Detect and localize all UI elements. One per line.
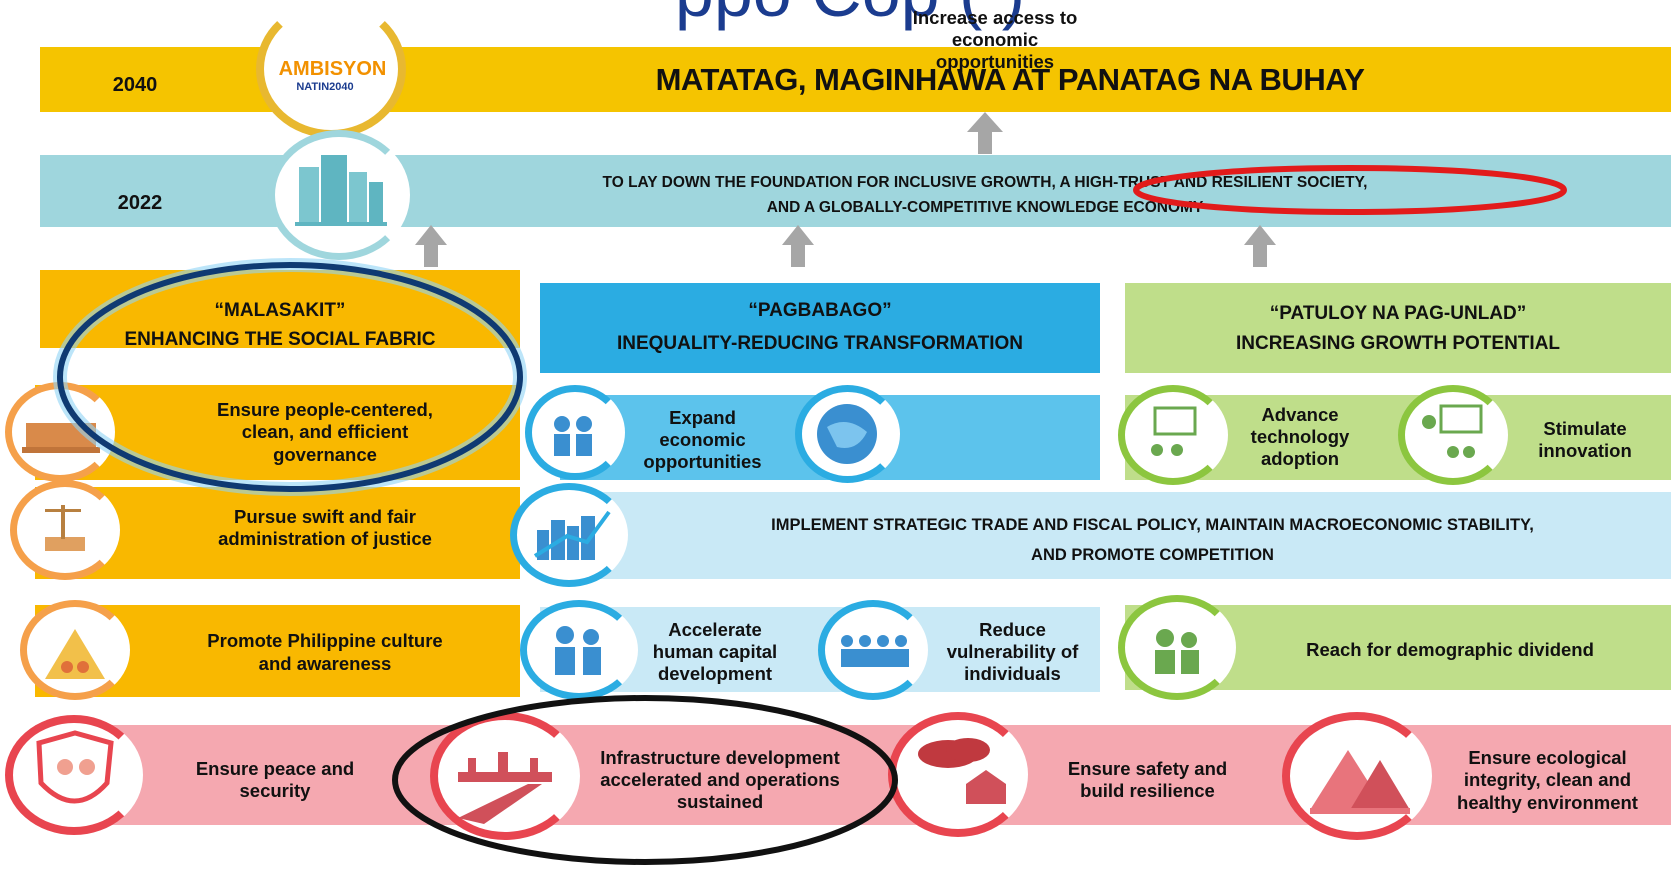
malasakit-item-justice: Pursue swift and fair administration of … xyxy=(218,505,432,549)
arrow-up-icon xyxy=(1244,225,1276,267)
arrow-up-icon xyxy=(967,112,1003,154)
technology-presentation-icon xyxy=(1118,385,1228,485)
culture-mountain-icon xyxy=(20,600,130,700)
unlad-item-technology: Advance technology adoption xyxy=(1250,403,1350,470)
foundation-item-safety: Ensure safety and build resilience xyxy=(1067,757,1228,801)
foundation-item-peace: Ensure peace and security xyxy=(195,757,355,801)
pillar-malasakit-subtitle: ENHANCING THE SOCIAL FABRIC xyxy=(124,328,436,350)
macro-banner-line2: AND PROMOTE COMPETITION xyxy=(1031,546,1274,565)
year-2022-label: 2022 xyxy=(117,192,163,214)
highlight-oval-red xyxy=(1133,165,1567,215)
pillar-pagbabago-subtitle: INEQUALITY-REDUCING TRANSFORMATION xyxy=(616,332,1024,354)
malasakit-item-governance: Ensure people-centered, clean, and effic… xyxy=(217,399,433,465)
pillar-unlad-subtitle: INCREASING GROWTH POTENTIAL xyxy=(1235,332,1561,354)
highlight-oval-navy xyxy=(53,258,527,496)
arrow-up-icon xyxy=(782,225,814,267)
pillar-unlad-quote: “PATULOY NA PAG-UNLAD” xyxy=(1269,302,1527,324)
pillar-malasakit-quote: “MALASAKIT” xyxy=(214,299,346,321)
pagbabago-item-vulnerability: Reduce vulnerability of individuals xyxy=(946,618,1079,685)
pillar-pagbabago-quote: “PAGBABAGO” xyxy=(748,299,892,321)
foundation-item-ecology: Ensure ecological integrity, clean and h… xyxy=(1457,747,1638,813)
year-2040-label: 2040 xyxy=(112,74,158,96)
pillar-unlad xyxy=(1125,283,1671,373)
vision-2040-text: MATATAG, MAGINHAWA AT PANATAG NA BUHAY xyxy=(655,62,1365,98)
slide-title-fragment: ppo Cop ( ) xyxy=(250,0,1450,32)
pagbabago-item-human-capital: Accelerate human capital development xyxy=(652,618,778,685)
pillar-pagbabago xyxy=(540,283,1100,373)
unlad-item-innovation: Stimulate innovation xyxy=(1538,417,1632,461)
gavel-scales-icon xyxy=(10,480,120,580)
macro-banner-line1: IMPLEMENT STRATEGIC TRADE AND FISCAL POL… xyxy=(771,516,1534,535)
highlight-oval-black xyxy=(392,695,898,865)
storm-house-icon xyxy=(888,712,1028,837)
macro-banner xyxy=(540,492,1671,579)
graduates-icon xyxy=(1118,595,1236,700)
city-growth-icon xyxy=(510,483,628,587)
innovation-board-icon xyxy=(1398,385,1508,485)
bridge-infrastructure-icon xyxy=(430,712,580,840)
family-icon xyxy=(520,600,638,700)
foundation-item-infrastructure: Infrastructure development accelerated a… xyxy=(600,746,840,813)
city-icon xyxy=(268,130,410,260)
ambisyon-logo-line2: NATIN2040 xyxy=(296,81,354,94)
globe-icon xyxy=(795,385,900,483)
people-row-icon xyxy=(818,600,928,700)
ambisyon-logo-line1: AMBISYON xyxy=(278,58,387,80)
unlad-item-demographic: Reach for demographic dividend xyxy=(1306,638,1594,660)
pagbabago-item-access: Increase access to economic opportunitie… xyxy=(912,6,1078,73)
mountain-environment-icon xyxy=(1282,712,1432,840)
arrow-up-icon xyxy=(415,225,447,267)
goal-2022-line2: AND A GLOBALLY-COMPETITIVE KNOWLEDGE ECO… xyxy=(766,198,1204,216)
people-group-icon xyxy=(525,385,625,480)
malasakit-item-culture: Promote Philippine culture and awareness xyxy=(207,630,443,674)
shield-people-icon xyxy=(5,715,143,835)
pagbabago-item-expand: Expand economic opportunities xyxy=(643,406,762,473)
